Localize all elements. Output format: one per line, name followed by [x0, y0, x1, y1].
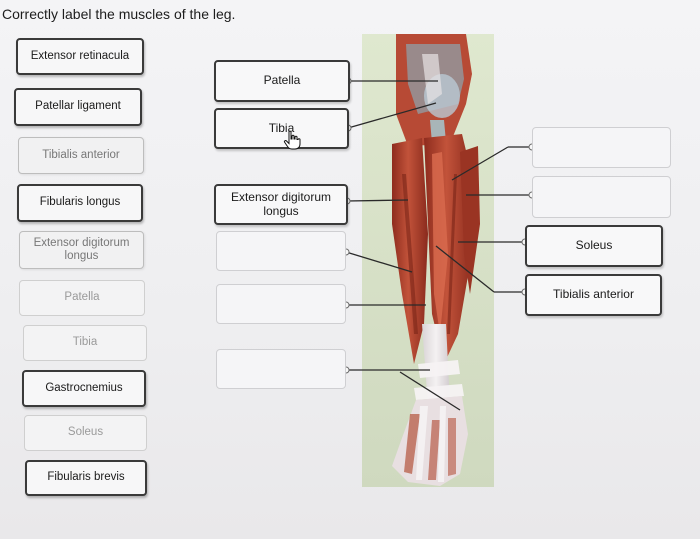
bank-chip-tibialis-anterior[interactable]: Tibialis anterior: [18, 137, 144, 174]
drop-target-left-5[interactable]: [216, 284, 346, 324]
bank-chip-fibularis-longus[interactable]: Fibularis longus: [17, 184, 143, 222]
bank-chip-gastrocnemius[interactable]: Gastrocnemius: [22, 370, 146, 407]
drop-target-left-3[interactable]: Extensor digitorum longus: [214, 184, 348, 225]
drop-target-right-2[interactable]: [532, 176, 671, 218]
bank-chip-extensor-retinacula[interactable]: Extensor retinacula: [16, 38, 144, 75]
bank-chip-patellar-ligament[interactable]: Patellar ligament: [14, 88, 142, 126]
bank-chip-tibia[interactable]: Tibia: [23, 325, 147, 361]
drop-target-left-1[interactable]: Patella: [214, 60, 350, 102]
bank-chip-patella[interactable]: Patella: [19, 280, 145, 316]
question-title: Correctly label the muscles of the leg.: [2, 6, 236, 22]
bank-chip-fibularis-brevis[interactable]: Fibularis brevis: [25, 460, 147, 496]
drop-target-right-4[interactable]: Tibialis anterior: [525, 274, 662, 316]
bank-chip-extensor-digitorum-longus[interactable]: Extensor digitorum longus: [19, 231, 144, 269]
drop-target-left-2[interactable]: Tibia: [214, 108, 349, 149]
drop-target-left-6[interactable]: [216, 349, 346, 389]
drop-target-right-1[interactable]: [532, 127, 671, 168]
drop-target-right-3[interactable]: Soleus: [525, 225, 663, 267]
drop-target-left-4[interactable]: [216, 231, 346, 271]
leg-muscles-illustration: [362, 34, 494, 487]
hand-pointer-icon: [283, 130, 301, 150]
bank-chip-soleus[interactable]: Soleus: [24, 415, 147, 451]
